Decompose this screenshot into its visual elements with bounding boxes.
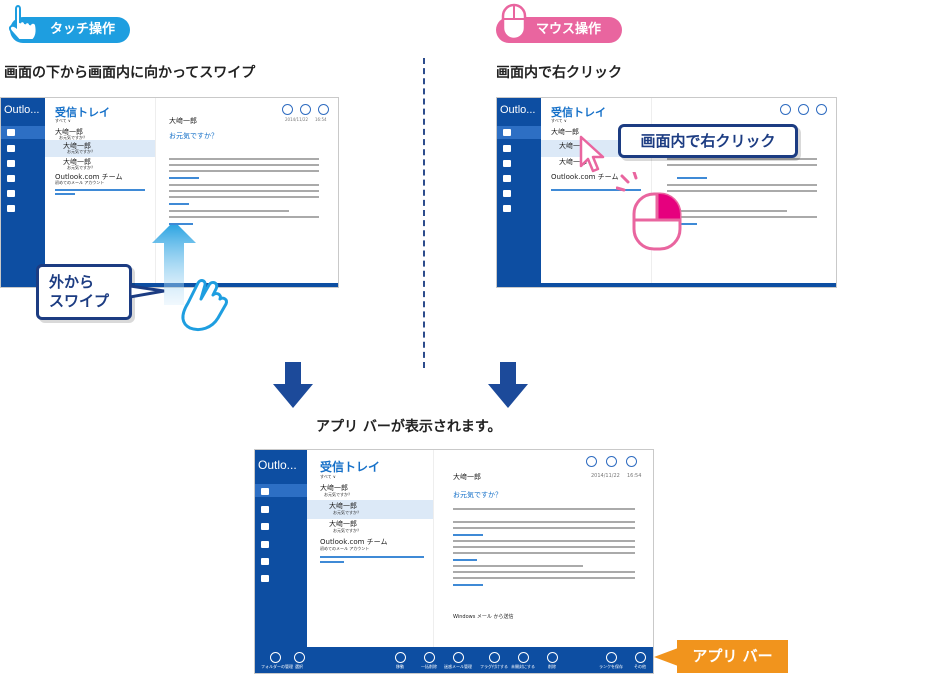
app-bar: フォルダーの管理 選択 移動 一括削除 迷惑メール管理 フラグ付けする 未開封に… [255,647,653,673]
right-click-callout: 画面内で右クリック [618,124,798,158]
list-item[interactable]: 大﨑一郎 [551,128,579,136]
swipe-up-hand-icon [152,225,228,332]
pin-button[interactable]: ランクを保存 [597,652,625,670]
list-item[interactable]: Outlook.com チーム [320,538,388,546]
unread-icon [517,652,529,663]
select-icon [293,652,305,663]
delete-icon [546,652,558,663]
mail-icon [7,129,15,136]
mark-unread-button[interactable]: 未開封にする [509,652,537,670]
more-icon [634,652,646,663]
reply-icon[interactable] [586,456,597,467]
delete-button[interactable]: 削除 [538,652,566,670]
reading-subject: お元気ですか？ [453,491,502,499]
mail-icon[interactable] [261,488,269,495]
section-divider [423,58,425,368]
sweep-button[interactable]: 一括削除 [415,652,443,670]
label-pointer [654,648,678,666]
new-mail-icon[interactable] [300,104,311,115]
flag-icon [7,160,15,167]
down-arrow-icon [273,362,313,408]
pin-icon [605,652,617,663]
list-item[interactable]: 大﨑一郎 [559,158,587,166]
new-mail-icon[interactable] [606,456,617,467]
list-item[interactable]: 大﨑一郎 [63,158,91,166]
sweep-icon [423,652,435,663]
cursor-icon [579,135,605,173]
folder-icon [503,205,511,212]
touch-heading: 画面の下から画面内に向かってスワイプ [4,65,256,81]
new-mail-icon[interactable] [798,104,809,115]
result-mail-screenshot: Outlo... 受信トレイ すべて ∨ 大﨑一郎 お元気ですか？ 大﨑一郎 お… [254,449,654,674]
junk-button[interactable]: 迷惑メール管理 [444,652,472,670]
reading-sender: 大﨑一郎 [169,117,197,125]
reading-sender: 大﨑一郎 [453,473,481,481]
list-item[interactable]: Outlook.com チーム [55,173,123,181]
flag-icon [488,652,500,663]
reply-icon[interactable] [282,104,293,115]
star-icon [503,145,511,152]
manage-folders-button[interactable]: フォルダーの管理 [261,652,293,670]
mouse-icon [501,3,527,41]
reply-icon[interactable] [780,104,791,115]
folder-title: 受信トレイ [55,106,110,119]
mouse-operation-label: マウス操作 [536,22,602,37]
right-click-mouse-icon [616,172,682,251]
touch-hand-icon [8,5,38,41]
list-item[interactable]: 大﨑一郎 [320,484,348,492]
junk-icon[interactable] [261,558,269,565]
list-item[interactable]: 大﨑一郎 [329,520,357,528]
folder-icon[interactable] [261,575,269,582]
app-title: Outlo... [258,458,297,472]
nav-rail: Outlo... [1,98,45,287]
document-icon[interactable] [261,541,269,548]
message-list: 受信トレイ すべて ∨ 大﨑一郎 お元気ですか？ 大﨑一郎 お元気ですか？ 大﨑… [45,98,156,287]
filter-label: すべて ∨ [55,118,71,123]
callout-pointer [130,284,165,299]
flag-button[interactable]: フラグ付けする [480,652,508,670]
list-item[interactable]: 大﨑一郎 [63,142,91,150]
list-item[interactable]: 大﨑一郎 [55,128,83,136]
star-icon[interactable] [261,506,269,513]
app-title: Outlo... [4,104,40,116]
delete-icon[interactable] [816,104,827,115]
reading-subject: お元気ですか？ [169,132,218,140]
list-item[interactable]: 大﨑一郎 [329,502,357,510]
signature-text: Windows メール から送信 [453,614,514,620]
select-button[interactable]: 選択 [285,652,313,670]
list-item[interactable]: 大﨑一郎 [559,142,587,150]
result-caption: アプリ バーが表示されます。 [316,419,502,435]
star-icon [7,145,15,152]
mouse-heading: 画面内で右クリック [496,65,622,81]
junk-icon [452,652,464,663]
document-icon [7,175,15,182]
mail-icon [503,129,511,136]
message-list: 受信トレイ すべて ∨ 大﨑一郎 お元気ですか？ 大﨑一郎 お元気ですか？ 大﨑… [307,450,434,673]
delete-icon[interactable] [626,456,637,467]
down-arrow-icon [488,362,528,408]
flag-icon[interactable] [261,523,269,530]
folder-manage-icon [269,652,281,663]
more-button[interactable]: その他 [626,652,653,670]
folder-title: 受信トレイ [320,460,381,474]
document-icon [503,175,511,182]
swipe-callout: 外から スワイプ [36,264,132,320]
junk-icon [503,190,511,197]
move-button[interactable]: 移動 [386,652,414,670]
folder-icon [7,205,15,212]
list-item[interactable]: Outlook.com チーム [551,173,619,181]
delete-icon[interactable] [318,104,329,115]
move-icon [394,652,406,663]
app-bar-label: アプリ バー [677,640,788,673]
touch-mail-screenshot: Outlo... 受信トレイ すべて ∨ 大﨑一郎 お元気ですか？ 大﨑一郎 お… [0,97,339,288]
flag-icon [503,160,511,167]
touch-operation-label: タッチ操作 [50,22,116,37]
junk-icon [7,190,15,197]
